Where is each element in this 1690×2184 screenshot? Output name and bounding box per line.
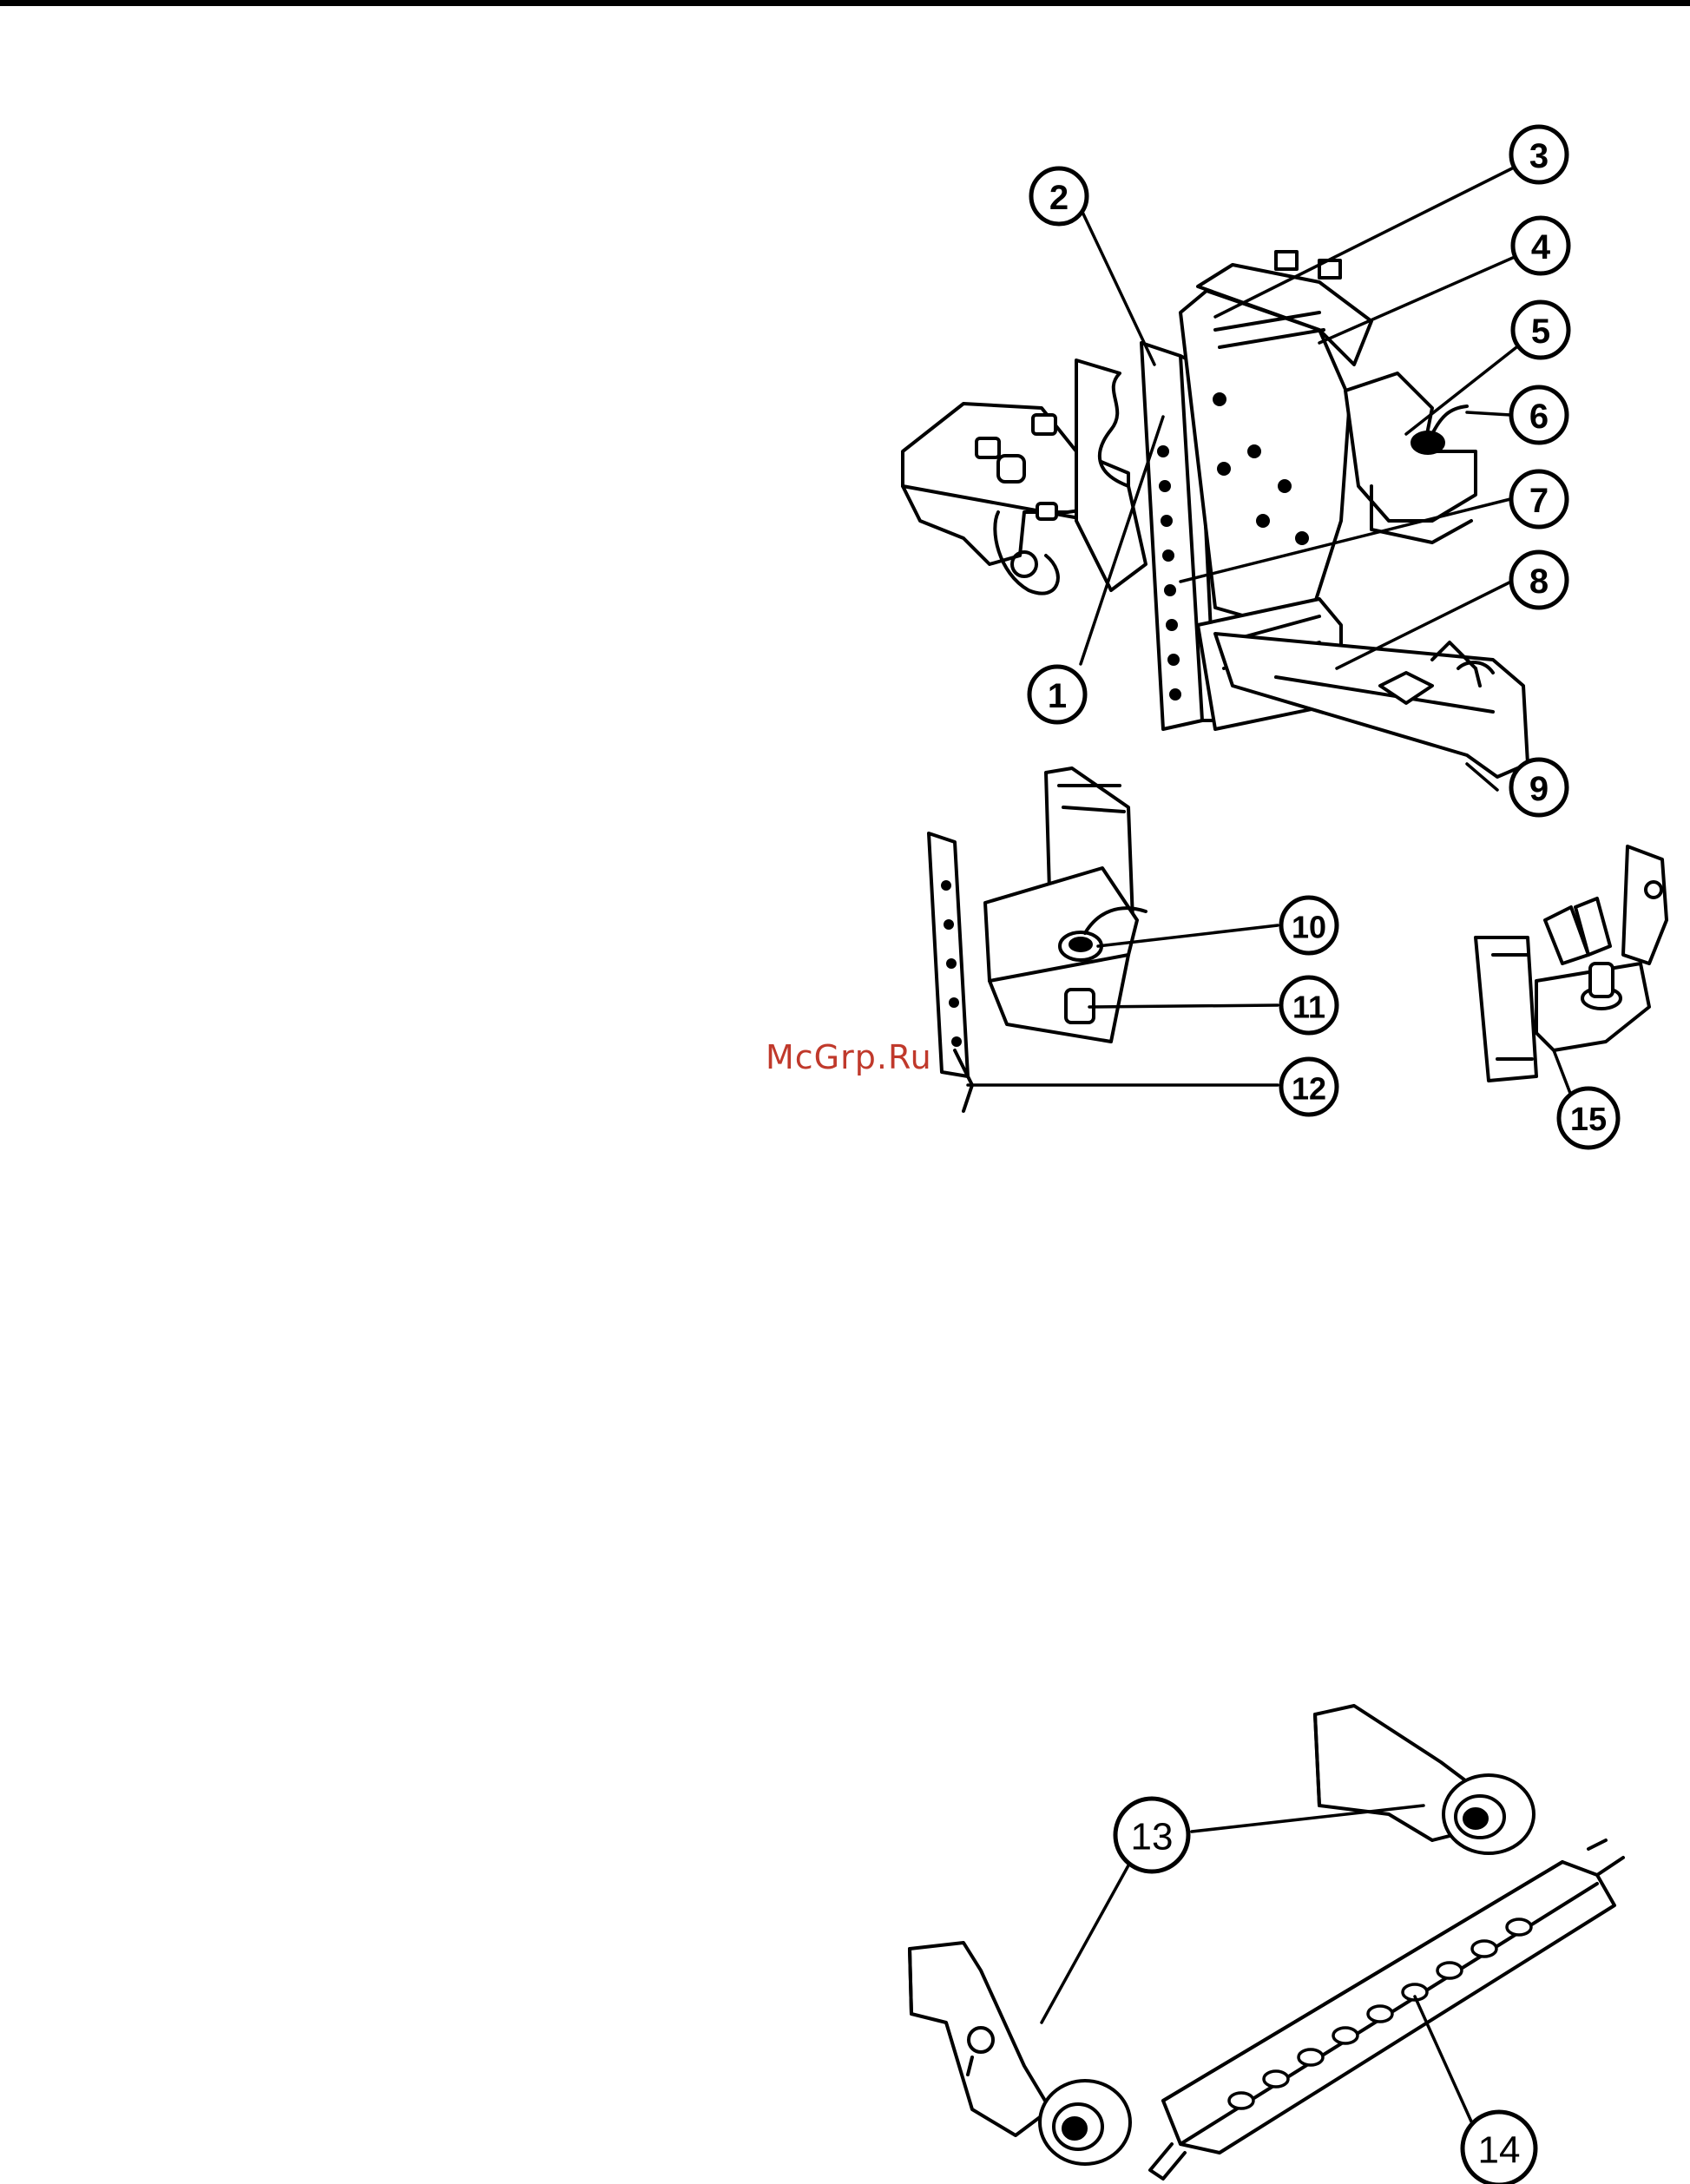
lift-arms-illustration: [910, 1706, 1623, 2179]
callout-3: 3: [1511, 127, 1567, 182]
callout-9: 9: [1511, 760, 1567, 815]
callout-12-label: 12: [1292, 1071, 1326, 1107]
callout-8: 8: [1511, 552, 1567, 608]
callout-5: 5: [1513, 302, 1568, 358]
callout-15-label: 15: [1570, 1102, 1607, 1138]
callout-11: 11: [1281, 977, 1337, 1033]
callout-1-label: 1: [1048, 677, 1067, 715]
callout-7: 7: [1511, 471, 1567, 527]
callout-10-label: 10: [1292, 910, 1326, 945]
callout-13: 13: [1115, 1799, 1188, 1872]
hitch-hook-illustration: [1476, 846, 1667, 1081]
callout-14-label: 14: [1478, 2129, 1521, 2172]
callout-15: 15: [1559, 1089, 1618, 1148]
callout-11-label: 11: [1292, 990, 1325, 1025]
callout-10: 10: [1281, 898, 1337, 953]
callout-3-label: 3: [1529, 137, 1549, 175]
callout-4-label: 4: [1531, 228, 1551, 266]
callout-6: 6: [1511, 387, 1567, 443]
callout-12: 12: [1281, 1059, 1337, 1115]
callout-13-label: 13: [1131, 1816, 1174, 1858]
clevis-illustration: [929, 768, 1146, 1111]
callout-9-label: 9: [1529, 770, 1549, 808]
callout-7-label: 7: [1529, 482, 1549, 520]
callout-14: 14: [1463, 2112, 1535, 2184]
callout-5-label: 5: [1531, 312, 1550, 351]
watermark: McGrp.Ru: [766, 1038, 932, 1076]
callout-8-label: 8: [1529, 562, 1549, 601]
callout-6-label: 6: [1529, 398, 1549, 436]
callout-1: 1: [1029, 667, 1085, 722]
callout-4: 4: [1513, 218, 1568, 273]
callout-2-label: 2: [1049, 179, 1069, 217]
callout-2: 2: [1031, 168, 1087, 224]
hitch-assembly-illustration: [903, 252, 1528, 777]
